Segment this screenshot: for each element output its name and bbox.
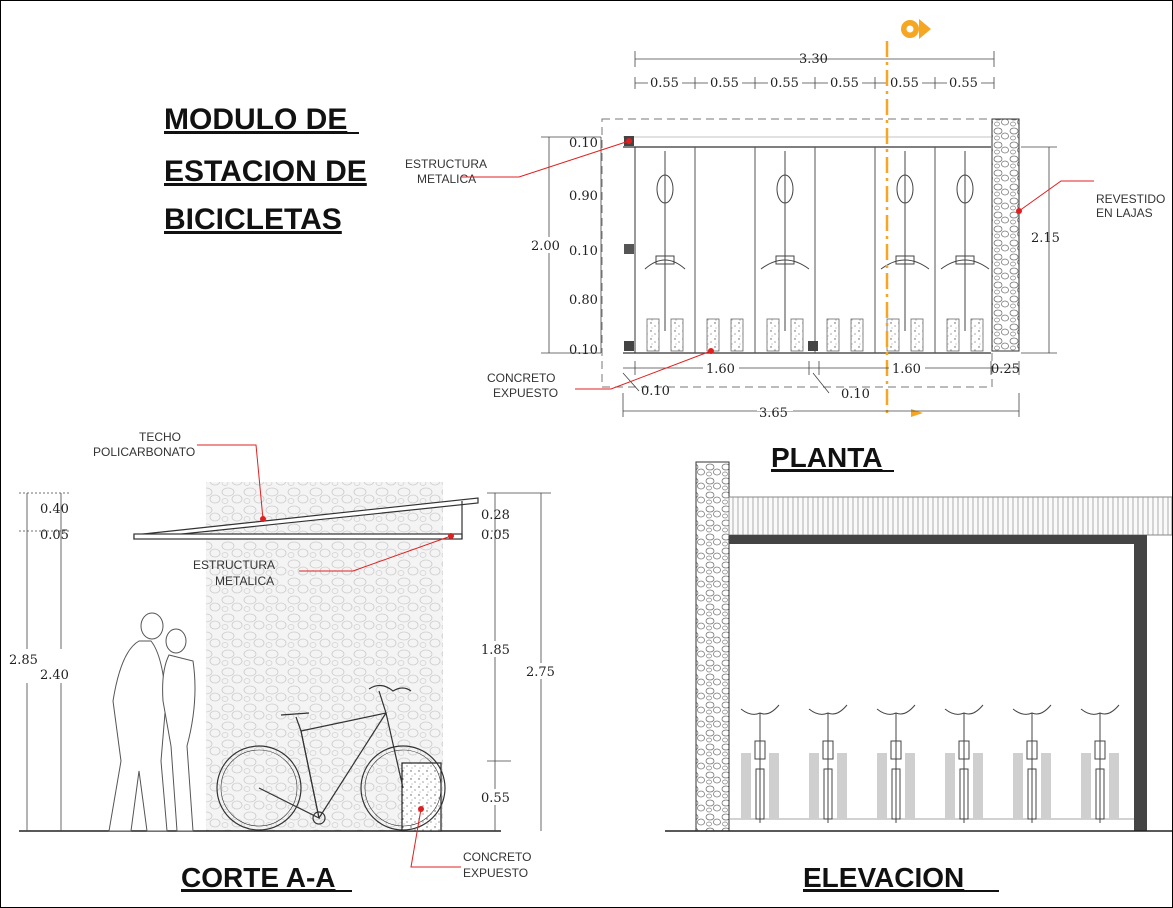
section-structure-label-1: ESTRUCTURA [193,558,275,572]
section-left-dim-4: 2.40 [40,668,69,683]
section-left-dim-2: 0.05 [40,528,69,543]
elevation-bikes [740,704,1120,823]
section-bicycle [216,684,446,831]
section-people [108,612,196,832]
plan-left-dim-5: 0.10 [569,343,598,358]
section-right-dim-5: 0.55 [481,791,510,806]
elevation-bike-6 [1080,704,1120,823]
plan-bike-1 [644,151,686,331]
section-left-dim-3: 2.85 [9,653,38,668]
main-title: MODULO DE ESTACION DE BICICLETAS [164,103,367,236]
section-left-dim-1: 0.40 [40,502,69,517]
module-dim-3: 0.55 [770,76,799,91]
main-title-line-3: BICICLETAS [164,203,342,236]
plan-title: PLANTA [771,442,882,473]
section-right-dim-3: 1.85 [481,643,510,658]
section-right-dim-4: 2.75 [526,665,555,680]
plan-stone-wall [991,118,1020,352]
main-title-line-1: MODULO DE [164,103,347,136]
elevation-view: ELEVACION [665,461,1172,893]
elevation-stone-wall [695,461,730,832]
roof-label-2: POLICARBONATO [93,445,195,459]
roof-beam [133,533,463,540]
module-dim-5: 0.55 [890,76,919,91]
post-2 [624,244,634,254]
elevation-column [1134,535,1147,831]
elevation-roof [728,496,1172,536]
plan-bottom-dim-1: 1.60 [706,362,735,377]
section-marker-bottom-icon [911,409,923,417]
plan-total-depth: 2.00 [531,239,560,254]
plan-left-dim-4: 0.80 [569,293,598,308]
plan-total-width: 3.30 [799,52,828,67]
plan-left-dim-2: 0.90 [569,189,598,204]
section-concrete-label-1: CONCRETO [463,850,531,864]
section-title: CORTE A-A [181,862,336,893]
plan-structure-label-2: METALICA [417,172,476,186]
plan-overall-bottom: 3.65 [759,406,788,421]
module-dim-1: 0.55 [650,76,679,91]
plan-cladding-label-1: REVESTIDO [1096,192,1165,206]
module-dim-6: 0.55 [949,76,978,91]
roof-label-1: TECHO [139,430,181,444]
elevation-beam [729,535,1147,544]
plan-left-dim-3: 0.10 [569,244,598,259]
post-4 [808,341,818,351]
plan-cladding-label-2: EN LAJAS [1096,206,1153,220]
section-view: 0.40 0.05 2.85 2.40 0.28 0.05 1.85 2.75 … [9,430,557,893]
plan-concrete-stands [646,318,984,352]
main-title-line-2: ESTACION DE [164,155,367,188]
plan-right-dim: 2.15 [1031,231,1060,246]
section-concrete-block [401,762,442,832]
section-marker-icon [901,19,931,39]
elevation-bike-3 [876,704,916,823]
plan-bottom-dim-2: 1.60 [892,362,921,377]
module-dim-2: 0.55 [710,76,739,91]
elevation-bike-4 [944,704,984,823]
elevation-bike-2 [808,704,848,823]
plan-view: 3.30 0.55 0.55 0.55 0.55 0.55 0.55 [405,19,1165,473]
plan-bike-3 [880,151,930,331]
plan-gap-dim-2: 0.10 [841,387,870,402]
plan-concrete-label-2: EXPUESTO [493,386,558,400]
plan-structure-label-1: ESTRUCTURA [405,157,487,171]
plan-module-dims: 0.55 0.55 0.55 0.55 0.55 0.55 [634,75,995,91]
section-structure-label-2: METALICA [215,574,274,588]
plan-bike-2 [760,151,810,331]
post-3 [624,341,634,351]
section-concrete-label-2: EXPUESTO [463,866,528,880]
elevation-title: ELEVACION [803,862,964,893]
section-right-dim-1: 0.28 [481,508,510,523]
plan-concrete-label-1: CONCRETO [487,371,555,385]
elevation-concrete-stands [741,753,1119,819]
elevation-bike-1 [740,704,780,823]
plan-gap-dim-1: 0.10 [641,384,670,399]
module-dim-4: 0.55 [830,76,859,91]
plan-bottom-dim-3: 0.25 [991,362,1020,377]
section-right-dim-2: 0.05 [481,528,510,543]
elevation-bike-5 [1012,704,1052,823]
plan-bike-4 [940,151,990,331]
plan-left-dim-1: 0.10 [569,136,598,151]
